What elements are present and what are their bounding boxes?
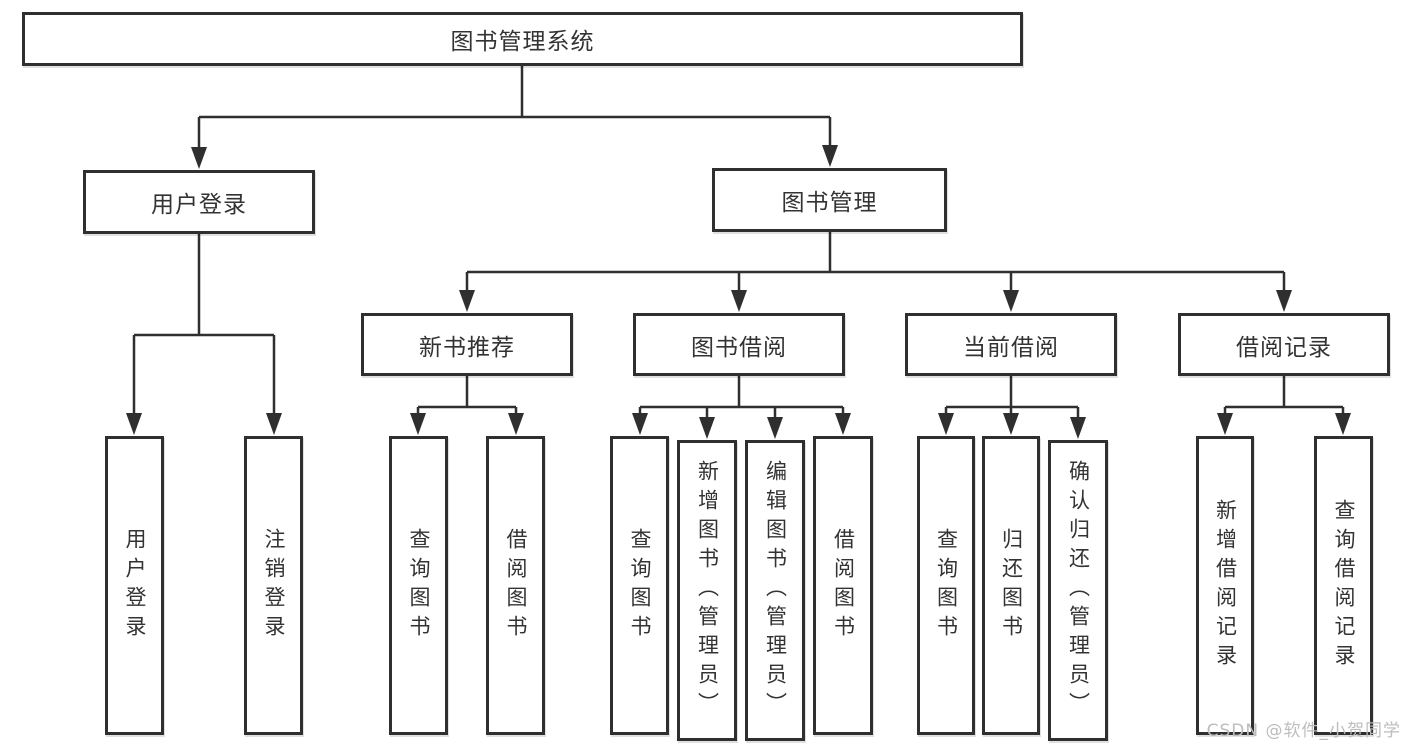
- node-leaf-return-books: 归还图书: [982, 436, 1040, 735]
- node-leaf-user-login: 用户登录: [105, 436, 164, 735]
- node-leaf-query-books-1: 查询图书: [389, 436, 448, 735]
- node-leaf-query-borrow-record: 查询借阅记录: [1314, 436, 1373, 735]
- node-new-book-recommendation: 新书推荐: [361, 313, 573, 376]
- node-user-login: 用户登录: [83, 170, 315, 234]
- node-borrowing-records: 借阅记录: [1178, 313, 1390, 376]
- node-book-borrowing: 图书借阅: [633, 313, 845, 376]
- node-leaf-borrow-books-2: 借阅图书: [813, 436, 873, 735]
- node-leaf-add-book-admin: 新增图书（管理员）: [677, 440, 737, 741]
- node-leaf-query-books-3: 查询图书: [917, 436, 975, 735]
- node-root-system: 图书管理系统: [22, 12, 1023, 66]
- node-leaf-confirm-return-admin: 确认归还（管理员）: [1048, 440, 1108, 741]
- node-leaf-query-books-2: 查询图书: [610, 436, 669, 735]
- node-leaf-borrow-books-1: 借阅图书: [486, 436, 545, 735]
- node-leaf-add-borrow-record: 新增借阅记录: [1196, 436, 1254, 735]
- watermark: CSDN @软件_小贺同学: [1206, 721, 1401, 741]
- node-leaf-edit-book-admin: 编辑图书（管理员）: [745, 440, 805, 741]
- node-book-management: 图书管理: [712, 168, 947, 232]
- node-leaf-logout: 注销登录: [244, 436, 303, 735]
- node-current-borrowing: 当前借阅: [905, 313, 1117, 376]
